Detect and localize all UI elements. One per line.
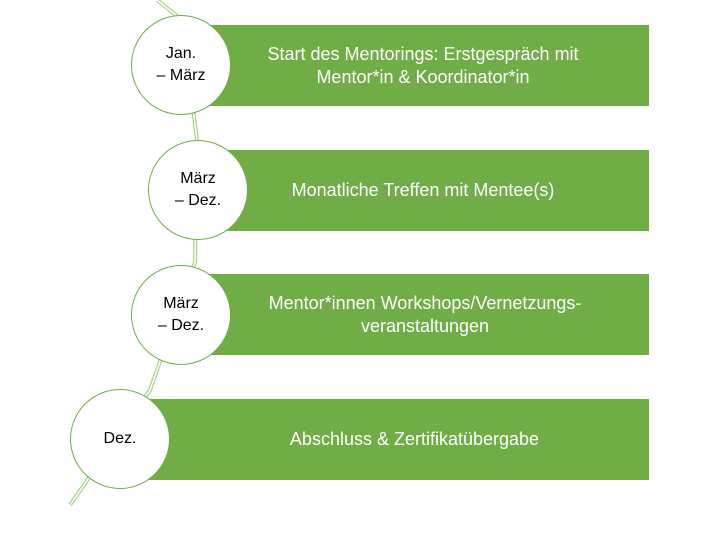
timeline-step-2-period: März – Dez. xyxy=(148,140,248,240)
timeline-step-1-description: Start des Mentorings: Erstgespräch mit M… xyxy=(267,43,579,87)
timeline-step-3-description: Mentor*innen Workshops/Vernetzungs-veran… xyxy=(268,292,582,336)
timeline-step-4-description: Abschluss & Zertifikatübergabe xyxy=(289,429,540,449)
timeline-step-4-period: Dez. xyxy=(70,389,170,489)
timeline-step-2-description: Monatliche Treffen mit Mentee(s) xyxy=(291,180,555,200)
timeline-step-1-period: Jan. – März xyxy=(131,15,231,115)
timeline-step-2-bar: Monatliche Treffen mit Mentee(s) xyxy=(197,150,649,231)
timeline-step-4-bar: Abschluss & Zertifikatübergabe xyxy=(120,399,649,480)
timeline-step-1-bar: Start des Mentorings: Erstgespräch mit M… xyxy=(197,25,649,106)
timeline-step-3-period: März – Dez. xyxy=(131,265,231,365)
timeline-step-3-bar: Mentor*innen Workshops/Vernetzungs-veran… xyxy=(181,274,649,355)
